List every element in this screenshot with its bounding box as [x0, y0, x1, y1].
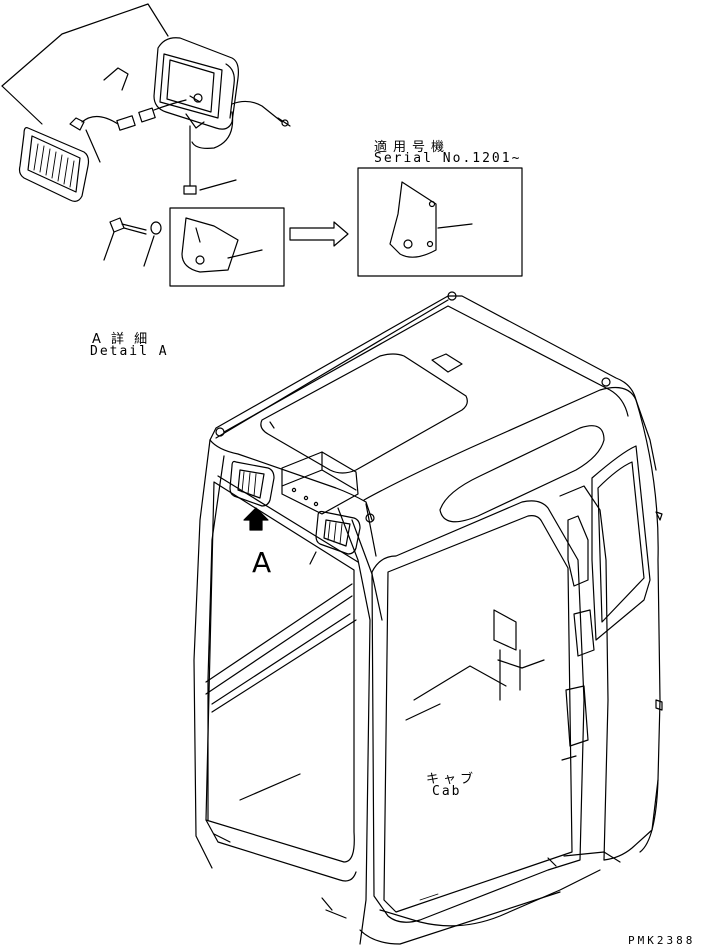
cab-lamp-right — [316, 512, 360, 555]
lamp-lens — [20, 128, 89, 202]
serial-note-en: Serial No.1201~ — [374, 151, 522, 166]
drawing-code: PMK2388 — [628, 934, 696, 947]
front-window — [206, 482, 354, 862]
cab-body — [194, 292, 662, 944]
change-arrow — [290, 222, 348, 246]
view-marker-a: A — [252, 546, 272, 579]
rear-window — [592, 446, 650, 640]
detail-label-jp: A 詳 細 — [92, 332, 151, 347]
roof-window — [261, 354, 467, 473]
cab-label-jp: キャブ — [426, 772, 478, 787]
door-frame — [372, 501, 584, 922]
serial-note-jp: 適用号機 — [374, 140, 451, 155]
cab-lamp-left — [230, 462, 274, 507]
work-lamp-assembly — [2, 4, 522, 286]
detail-label-en: Detail A — [90, 344, 169, 359]
view-arrow — [244, 508, 268, 530]
cab-label-en: Cab — [432, 784, 462, 799]
